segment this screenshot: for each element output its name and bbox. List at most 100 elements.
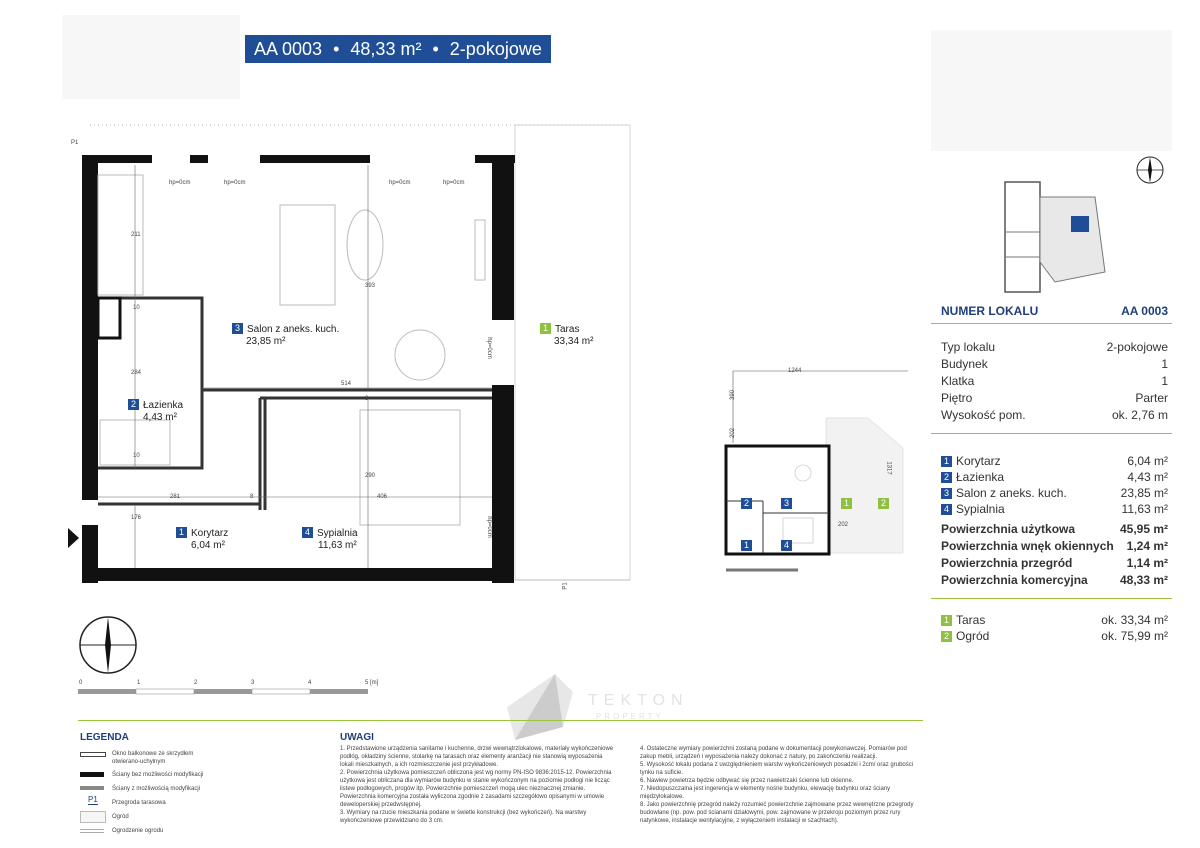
legend-item: Okno balkonowe ze skrzydłem otwierano-uc… <box>112 751 194 765</box>
watermark-logo-icon <box>507 674 573 740</box>
logo-placeholder-left <box>62 15 240 99</box>
room-name: Sypialnia <box>317 528 358 539</box>
mini-compass-icon <box>1136 156 1164 184</box>
compass-icon <box>79 616 137 674</box>
dim-211: 211 <box>131 232 141 238</box>
mini-dim: 390 <box>730 389 737 401</box>
dim-514: 514 <box>341 381 352 387</box>
dim-176: 176 <box>131 515 142 521</box>
dim-10a: 10 <box>133 305 140 311</box>
dim-406: 406 <box>377 494 388 500</box>
section-mark-p1-bottom: P1 <box>562 582 569 590</box>
unit-area: 48,33 m² <box>350 39 422 59</box>
note-item: 1. Przedstawione urządzenia sanitarne i … <box>340 746 614 768</box>
legend-item: Przegroda tarasowa <box>112 800 166 806</box>
mini-label: 1 <box>841 498 852 509</box>
room-name: Salon z aneks. kuch. <box>247 324 340 335</box>
notes-col-right: 4. Ostateczne wymiary powierzchni zostan… <box>640 745 920 825</box>
legend-item: Ściany bez możliwości modyfikacji <box>112 772 204 778</box>
shaft <box>96 296 122 340</box>
separator: • <box>432 39 439 59</box>
divider <box>931 433 1172 434</box>
separator: • <box>333 39 340 59</box>
divider <box>78 720 923 721</box>
scale-bar <box>78 688 368 695</box>
window-mark-side: hp=0cm <box>485 337 492 359</box>
building-key-plan <box>1004 181 1106 293</box>
watermark-brand: TEKTON <box>588 692 689 709</box>
window-mark: hp=0cm <box>389 180 411 186</box>
info-unit-id: AA 0003 <box>1121 304 1168 318</box>
note-item: 3. Wymiary na rzucie mieszkania podane w… <box>340 810 587 824</box>
legend-item: Ogród <box>112 814 129 820</box>
furniture <box>97 174 486 526</box>
room-name: Korytarz <box>191 528 229 539</box>
interior-walls <box>98 296 492 510</box>
mini-dim: 1317 <box>885 461 892 475</box>
outer-walls <box>82 155 515 583</box>
legend-item: Ogrodzenie ogrodu <box>112 828 164 834</box>
info-row: Wysokość pom.ok. 2,76 m <box>941 408 1168 422</box>
dim-10b: 10 <box>133 453 140 459</box>
mini-dim: 1244 <box>788 368 802 374</box>
dim-290: 290 <box>365 473 376 479</box>
room-label-korytarz: 1 Korytarz <box>176 527 228 539</box>
room-area-sypialnia: 11,63 m² <box>318 540 357 551</box>
room-name: Łazienka <box>143 400 184 411</box>
mini-dim: 202 <box>730 427 737 439</box>
dim-284: 284 <box>131 370 142 376</box>
room-label-lazienka: 2 Łazienka <box>128 399 183 411</box>
divider <box>931 598 1172 599</box>
legend-item: Ściany z możliwością modyfikacji <box>112 786 201 792</box>
notes-col-left: 1. Przedstawione urządzenia sanitarne i … <box>340 745 615 825</box>
terrace-name: Taras <box>555 324 580 335</box>
mini-label: 1 <box>741 540 752 551</box>
note-item: 7. Niedopuszczalna jest ingerencja w ele… <box>640 786 891 800</box>
scale-tick: 5 [m] <box>365 680 379 686</box>
section-mark-p1: P1 <box>71 140 79 146</box>
room-number: 1 <box>176 527 187 538</box>
legend-swatch-p1: P1 <box>88 795 98 805</box>
watermark-sub: PROPERTY <box>596 712 664 721</box>
dim-8a: 8 <box>250 494 254 500</box>
mini-dim: 202 <box>838 522 849 528</box>
unit-id: AA 0003 <box>254 39 323 59</box>
unit-rooms-type: 2-pokojowe <box>449 39 542 59</box>
entrance-arrow <box>68 528 79 548</box>
room-area-korytarz: 6,04 m² <box>191 540 225 551</box>
window-mark: hp=0cm <box>169 180 191 186</box>
mini-label: 4 <box>781 540 792 551</box>
dimension-lines <box>98 165 492 568</box>
mini-floor-plan <box>724 370 908 572</box>
info-title: NUMER LOKALU <box>941 304 1039 318</box>
scale-tick: 1 <box>137 680 141 686</box>
room-area-lazienka: 4,43 m² <box>143 412 177 423</box>
mini-label: 2 <box>741 498 752 509</box>
room-number: 2 <box>128 399 139 410</box>
notes-title: UWAGI <box>340 732 374 743</box>
scale-tick: 2 <box>194 680 198 686</box>
logo-placeholder-right <box>931 30 1172 151</box>
mini-label: 2 <box>878 498 889 509</box>
terrace-area <box>90 124 631 581</box>
room-label-sypialnia: 4 Sypialnia <box>302 527 358 539</box>
scale-tick: 3 <box>251 680 255 686</box>
legend-title: LEGENDA <box>80 732 129 743</box>
window-mark: hp=0cm <box>443 180 465 186</box>
dim-281: 281 <box>170 494 181 500</box>
room-number: 4 <box>302 527 313 538</box>
dim-8b: 8 <box>365 396 369 402</box>
